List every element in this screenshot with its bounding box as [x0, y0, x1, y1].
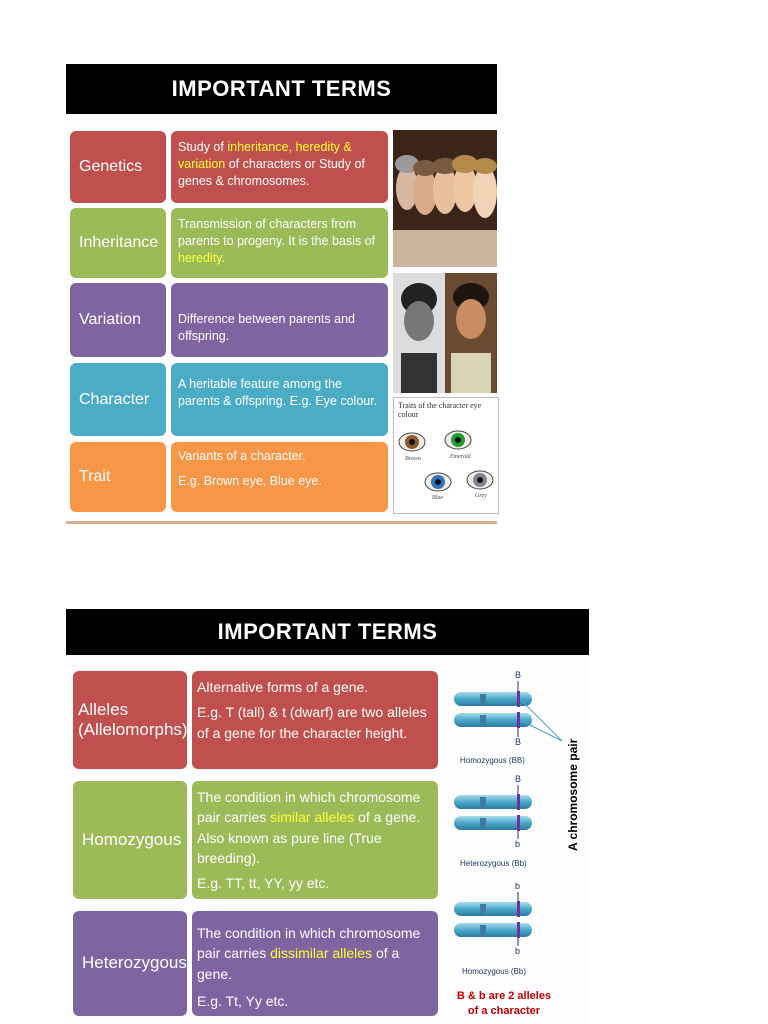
blue-eye-icon — [424, 472, 452, 492]
eye-label-blue: Blue — [432, 495, 443, 501]
highlight-text: inheritance, heredity & variation — [178, 140, 352, 171]
faces-illustration — [393, 130, 497, 267]
term-label: Heterozygous — [82, 953, 187, 973]
chromosome-pair-bb-hetero — [454, 785, 532, 839]
parent-offspring-photo — [393, 273, 497, 393]
definition-example: E.g. Brown eye, Blue eye. — [178, 473, 322, 488]
highlight-text: similar alleles — [270, 809, 355, 826]
highlight-text: dissimilar alleles — [270, 945, 373, 962]
term-label: Variation — [79, 311, 141, 328]
definition-text: of characters or Study of genes & chromo… — [178, 156, 365, 188]
definition-text: . — [221, 250, 226, 265]
allele-letter: B — [515, 774, 522, 784]
term-label: Genetics — [79, 158, 143, 175]
bottom-divider — [66, 521, 497, 524]
definition-heterozygous: The condition in which chromosome pair c… — [192, 911, 438, 1016]
term-label: Alleles — [78, 699, 129, 719]
definition-variation: Difference between parents and offspring… — [171, 283, 388, 357]
chromosome-diagram — [454, 681, 563, 946]
chromosome-pair-bb-lower — [454, 892, 532, 946]
definition-text: The condition in which chromosome pair c… — [197, 789, 421, 826]
term-character: Character — [70, 363, 166, 436]
allele-letter: B — [515, 737, 522, 747]
chromosome-pair-bb — [454, 681, 563, 742]
definition-homozygous: The condition in which chromosome pair c… — [192, 781, 438, 899]
definition-trait: Variants of a character. E.g. Brown eye,… — [171, 442, 388, 512]
definition-genetics: Study of inheritance, heredity & variati… — [171, 131, 388, 203]
definition-example: E.g. Tt, Yy etc. — [197, 992, 289, 1009]
term-variation: Variation — [70, 283, 166, 357]
slide-title: IMPORTANT TERMS — [66, 609, 589, 655]
term-homozygous: Homozygous — [73, 781, 187, 899]
eye-label-grey: Grey — [475, 493, 487, 499]
term-alleles: Alleles (Allelomorphs) — [73, 671, 188, 769]
definition-text: Study of — [178, 140, 228, 154]
slide-important-terms-2: IMPORTANT TERMS Alleles (Allelomorphs) A… — [66, 609, 589, 1024]
chromosome-pair-label: A chromosome pair — [566, 738, 580, 851]
term-label: Inheritance — [79, 234, 159, 251]
eye-label-brown: Brown — [405, 456, 421, 462]
definition-text: Variants of a character. — [178, 449, 306, 463]
emerald-eye-icon — [444, 430, 472, 450]
grey-eye-icon — [466, 470, 494, 490]
term-heterozygous: Heterozygous — [73, 911, 187, 1016]
allele-letter: B — [515, 670, 522, 680]
definition-character: A heritable feature among the parents & … — [171, 363, 388, 436]
portraits-illustration — [393, 273, 497, 393]
definition-text: of a gene. Also known as pure line (True… — [197, 809, 421, 866]
definition-text: Transmission of characters from parents … — [178, 217, 376, 248]
definition-example: E.g. T (tall) & t (dwarf) are two allele… — [197, 704, 427, 741]
term-trait: Trait — [70, 442, 166, 512]
chromosome-caption: Heterozygous (Bb) — [460, 859, 527, 868]
chromosome-caption: Homozygous (Bb) — [462, 967, 527, 976]
definition-text: A heritable feature among the parents & … — [178, 377, 378, 408]
term-inheritance: Inheritance — [70, 208, 166, 278]
alleles-note: B & b are 2 alleles of a character — [456, 990, 552, 1017]
slide-title: IMPORTANT TERMS — [66, 64, 497, 114]
highlight-text: heredity — [178, 250, 222, 265]
allele-letter: b — [515, 946, 521, 956]
definition-text: The condition in which chromosome pair c… — [197, 925, 421, 962]
definition-example: E.g. TT, tt, YY, yy etc. — [197, 875, 330, 892]
allele-letter: b — [515, 881, 521, 891]
definition-text: Alternative forms of a gene. — [197, 679, 369, 695]
eye-panel-title: Traits of the character eye colour — [398, 401, 482, 419]
definition-inheritance: Transmission of characters from parents … — [171, 208, 388, 278]
chromosome-caption: Homozygous (BB) — [460, 756, 525, 765]
definition-text: of a gene. — [197, 945, 400, 982]
slide-important-terms-1: IMPORTANT TERMS Genetics Study of inheri… — [66, 64, 499, 526]
term-label: Homozygous — [82, 829, 182, 849]
term-genetics: Genetics — [70, 131, 166, 203]
definition-text: Difference between parents and offspring… — [178, 312, 355, 343]
term-label: Trait — [79, 468, 111, 485]
term-sublabel: (Allelomorphs) — [78, 720, 188, 739]
allele-letter: b — [515, 839, 521, 849]
term-label: Character — [79, 390, 150, 408]
eyes-illustration — [398, 430, 494, 492]
eye-colour-panel: Traits of the character eye colour Brown… — [393, 397, 499, 514]
family-generations-photo — [393, 130, 497, 267]
brown-eye-icon — [398, 432, 426, 452]
definition-alleles: Alternative forms of a gene. E.g. T (tal… — [192, 671, 438, 769]
eye-label-emerald: Emerald — [450, 454, 471, 460]
